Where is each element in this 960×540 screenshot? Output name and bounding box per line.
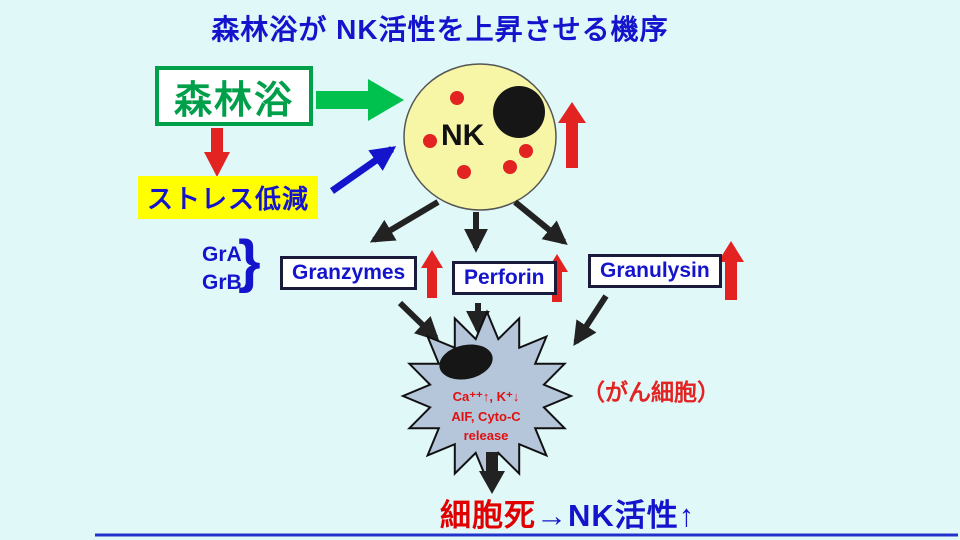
stress-reduction-label: ストレス低減 [138,176,319,219]
granulysin-up-arrow [718,241,744,300]
red-down-arrow [204,128,230,177]
cancer-reaction-line1: Ca⁺⁺↑, K⁺↓ [452,389,520,404]
gra-grb-brace: } [238,229,261,294]
mediator-to-cancer-arrows [397,294,609,347]
green-arrow [316,79,404,121]
granzymes-box: Granzymes [280,256,418,290]
cancer-reaction-line2: AIF, Cyto-C [451,408,521,424]
outcome-down-arrow [479,452,505,494]
cancer-cell-reactions: Ca⁺⁺↑, K⁺↓ AIF, Cyto-C release [418,387,554,446]
nk-to-mediator-arrows [369,199,568,253]
perforin-box: Perforin [452,261,557,295]
diagram-title: 森林浴が NK活性を上昇させる機序 [211,14,669,45]
nk-granule-dots [423,91,533,179]
nk-cell [403,63,557,211]
cell-death-label: 細胞死 [440,498,536,533]
cancer-reaction-line3: release [463,428,509,443]
blue-arrow [329,146,397,194]
outcome-text: 細胞死→NK活性↑ [440,490,695,535]
granzymes-up-arrow [421,250,443,298]
forest-bathing-label: 森林浴 [173,79,294,122]
nk-activity-label: →NK活性↑ [536,498,696,533]
forest-bathing-box: 森林浴 [155,66,313,126]
nk-nucleus [493,86,545,138]
cancer-cell-burst [400,309,574,483]
granulysin-box: Granulysin [588,254,722,288]
nk-cell-label: NK [441,119,485,152]
nk-up-arrow [558,102,586,168]
cancer-nucleus [439,344,493,380]
gra-label: GrA [202,243,242,266]
grb-label: GrB [202,271,242,294]
cancer-cell-label: （がん細胞） [582,379,720,405]
